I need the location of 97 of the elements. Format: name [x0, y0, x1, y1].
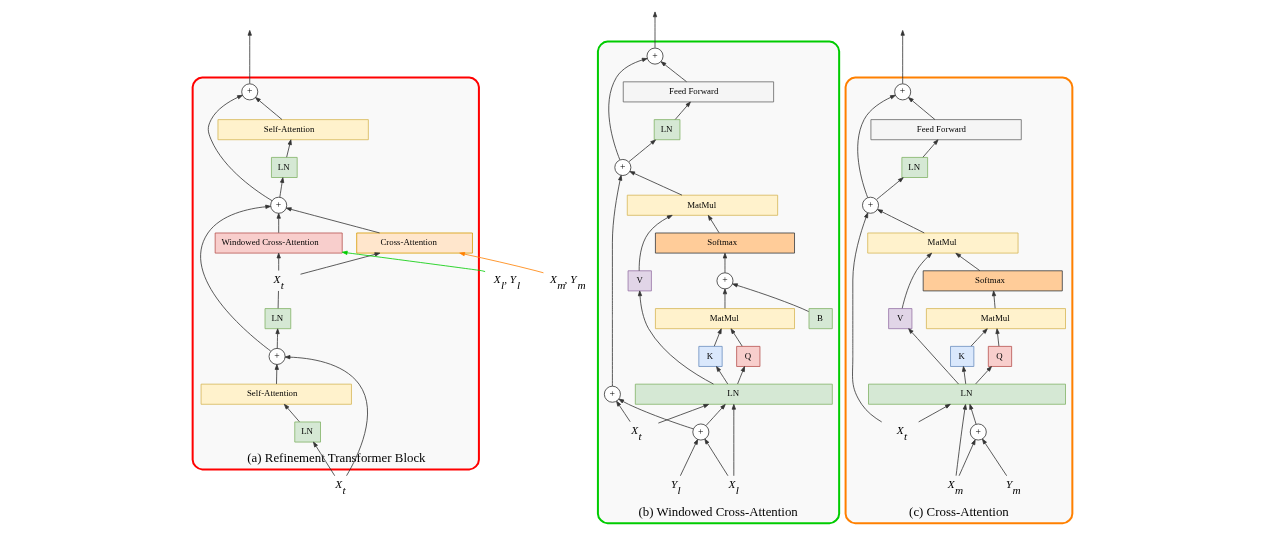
arrow	[877, 209, 925, 234]
arrow	[731, 404, 736, 477]
arrow	[955, 404, 967, 477]
arrow	[722, 252, 728, 274]
arrow	[660, 61, 687, 83]
node-box: LN	[901, 157, 928, 178]
node-box: MatMul	[926, 308, 1066, 330]
node-box: Softmax	[922, 270, 1063, 292]
arrow	[285, 207, 380, 234]
arrow	[616, 400, 631, 423]
arrow	[716, 366, 729, 385]
node-box: Windowed Cross-Attention	[214, 232, 343, 254]
node-box: Self-Attention	[200, 383, 352, 405]
arrow	[970, 328, 988, 347]
arrow	[991, 290, 997, 309]
arrow	[628, 139, 656, 162]
node-box: MatMul	[867, 232, 1019, 254]
node-circle: +	[716, 272, 734, 290]
arrow	[732, 283, 810, 312]
node-box: Cross-Attention	[356, 232, 473, 254]
arrow	[608, 57, 648, 161]
node-circle: +	[270, 196, 288, 214]
arrow	[274, 364, 279, 385]
arrow	[737, 366, 745, 385]
node-box: Self-Attention	[217, 119, 369, 141]
arrow	[674, 101, 691, 120]
arrow	[730, 328, 743, 347]
arrow	[637, 290, 714, 385]
node-circle: +	[692, 423, 710, 441]
node-box: LN	[634, 383, 833, 405]
arrow	[341, 250, 486, 272]
node-circle: +	[646, 47, 664, 65]
arrow	[982, 438, 1008, 477]
node-box: K	[950, 346, 975, 367]
arrow	[276, 213, 281, 234]
node-circle: +	[862, 196, 879, 214]
arrow	[908, 328, 959, 385]
arrow	[618, 398, 694, 430]
node-circle: +	[614, 159, 632, 176]
node-box: Feed Forward	[870, 119, 1022, 141]
arrow	[857, 94, 896, 198]
arrow	[300, 252, 381, 275]
arrow	[704, 438, 729, 477]
node-box: K	[698, 346, 723, 367]
node-circle: +	[268, 348, 286, 365]
arrow	[918, 403, 951, 423]
node-box: LN	[271, 157, 298, 178]
arrow	[652, 11, 658, 49]
node-box: LN	[653, 119, 681, 141]
node-box: Q	[987, 346, 1013, 367]
arrow	[275, 328, 280, 349]
arrow	[722, 288, 728, 309]
node-box: LN	[264, 308, 292, 330]
node-box: Q	[736, 346, 761, 367]
connector	[277, 290, 279, 309]
node-box: MatMul	[655, 308, 795, 330]
node-box: MatMul	[626, 194, 779, 216]
arrow	[707, 215, 720, 234]
arrow	[958, 439, 976, 477]
arrow	[908, 97, 936, 120]
node-circle: +	[969, 423, 987, 441]
arrow	[901, 252, 932, 309]
arrow	[200, 204, 272, 352]
node-box: V	[888, 308, 913, 330]
node-box: V	[627, 270, 652, 292]
arrow	[962, 366, 967, 385]
arrow	[207, 94, 273, 202]
arrow	[612, 174, 623, 387]
arrow	[255, 97, 283, 120]
arrow	[922, 139, 939, 158]
arrow	[638, 214, 673, 272]
arrow	[713, 328, 722, 347]
arrow	[629, 171, 683, 196]
arrow	[705, 404, 726, 426]
arrow	[247, 30, 252, 85]
node-circle: +	[603, 385, 621, 403]
node-box: Feed Forward	[622, 81, 774, 103]
arrow	[680, 439, 699, 477]
node-box: Softmax	[655, 232, 795, 254]
arrow	[900, 30, 905, 85]
arrow	[876, 177, 904, 200]
arrow	[283, 403, 300, 423]
arrow	[313, 441, 336, 477]
arrow	[969, 403, 977, 425]
arrow	[852, 212, 883, 423]
node-box: B	[808, 308, 833, 330]
arrow	[657, 404, 709, 424]
arrow	[276, 252, 281, 271]
arrow	[955, 252, 981, 272]
arrow	[279, 177, 285, 198]
arrow	[286, 139, 292, 158]
node-box: LN	[868, 383, 1066, 405]
arrow	[284, 355, 368, 477]
arrow	[975, 366, 992, 385]
arrow	[995, 328, 1000, 347]
node-box: LN	[294, 421, 321, 443]
arrow	[459, 252, 544, 274]
